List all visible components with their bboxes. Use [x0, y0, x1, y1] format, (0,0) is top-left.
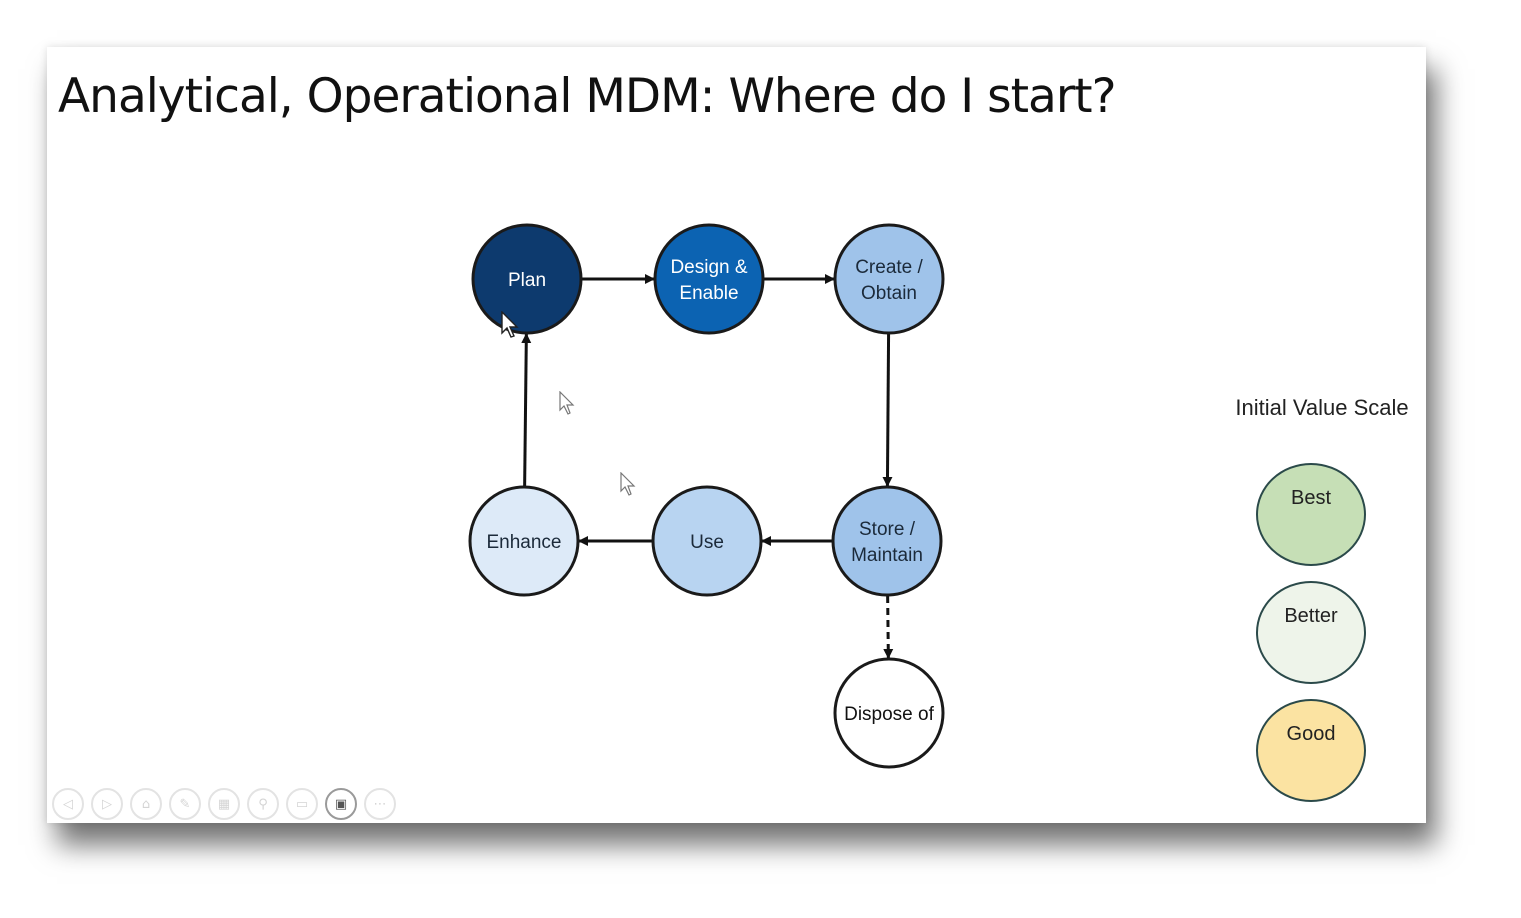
node-circle-use [651, 485, 763, 597]
node-dispose-of: Dispose of [833, 657, 945, 769]
node-label-design-enable: Design & [670, 257, 747, 278]
node-enhance: Enhance [468, 485, 580, 597]
node-circle-design-enable [653, 223, 765, 335]
magnifier-icon: ⚲ [258, 796, 268, 812]
arrow-create-obtain-to-store-maintain [882, 333, 893, 488]
node-design-enable: Design & Enable [653, 223, 765, 335]
value-scale-title: Initial Value Scale [1235, 395, 1409, 420]
pen-icon: ✎ [179, 796, 191, 812]
home-button[interactable]: ⌂ [130, 788, 162, 820]
scale-level-label: Good [1286, 723, 1336, 745]
camera-button[interactable]: ▣ [325, 788, 357, 820]
scale-level-better: Better [1256, 581, 1366, 684]
node-label-create-obtain: Obtain [861, 283, 917, 304]
next-icon: ▷ [102, 796, 112, 812]
scale-level-best: Best [1256, 463, 1366, 566]
node-label-create-obtain: Create / [855, 257, 923, 278]
node-circle-enhance [468, 485, 580, 597]
zoom-button[interactable]: ⚲ [247, 788, 279, 820]
node-circle-store-maintain [831, 485, 943, 597]
node-label-design-enable: Enable [679, 283, 738, 304]
home-icon: ⌂ [141, 796, 151, 812]
video-camera-icon: ▣ [334, 796, 348, 812]
node-label-dispose-of: Dispose of [844, 704, 934, 725]
node-circle-dispose-of [833, 657, 945, 769]
node-store-maintain: Store / Maintain [831, 485, 943, 597]
slide: Analytical, Operational MDM: Where do I … [47, 47, 1426, 823]
scale-level-label: Better [1284, 605, 1338, 627]
node-use: Use [651, 485, 763, 597]
subtitles-button[interactable]: ▭ [286, 788, 318, 820]
slides-icon: ▦ [217, 796, 231, 812]
node-label-store-maintain: Store / [859, 519, 916, 540]
next-slide-button[interactable]: ▷ [91, 788, 123, 820]
node-circle-plan [471, 223, 583, 335]
mouse-cursor-icon [501, 311, 519, 338]
node-label-use: Use [690, 532, 724, 553]
node-circle-create-obtain [833, 223, 945, 335]
more-options-button[interactable]: ⋯ [364, 788, 396, 820]
pen-button[interactable]: ✎ [169, 788, 201, 820]
mouse-cursor-icon [559, 391, 575, 415]
node-label-plan: Plan [508, 270, 546, 291]
more-icon: ⋯ [373, 796, 387, 812]
presentation-toolbar: ◁ ▷ ⌂ ✎ ▦ ⚲ ▭ ▣ ⋯ [52, 788, 396, 822]
scale-level-good: Good [1256, 699, 1366, 802]
previous-slide-button[interactable]: ◁ [52, 788, 84, 820]
subtitles-icon: ▭ [295, 796, 309, 812]
mouse-cursor-icon [620, 472, 636, 496]
previous-icon: ◁ [63, 796, 73, 812]
slide-title: Analytical, Operational MDM: Where do I … [58, 69, 1117, 124]
scale-level-label: Best [1290, 487, 1332, 509]
node-create-obtain: Create / Obtain [833, 223, 945, 335]
node-plan: Plan [471, 223, 583, 335]
slides-overview-button[interactable]: ▦ [208, 788, 240, 820]
node-label-store-maintain: Maintain [851, 545, 923, 566]
arrow-enhance-to-plan [521, 332, 532, 487]
node-label-enhance: Enhance [486, 532, 561, 553]
arrow-store-maintain-to-dispose-of [883, 595, 894, 660]
